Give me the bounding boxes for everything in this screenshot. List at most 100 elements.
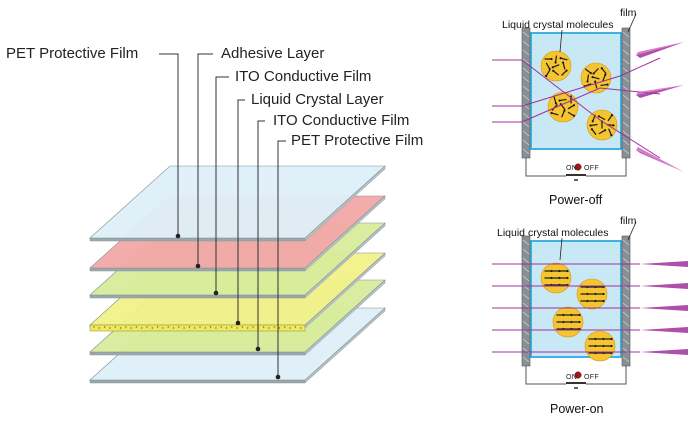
power-on-film-hatch <box>522 311 530 318</box>
power-off-molecule-arrowhead <box>559 57 562 60</box>
power-off-film-hatch <box>522 139 530 146</box>
power-off-molecule-arrowhead <box>592 72 595 75</box>
liquid-crystal-dot <box>236 327 238 329</box>
power-on-molecule-cluster <box>584 330 616 362</box>
power-off-film-hatch <box>522 49 530 56</box>
liquid-crystal-dot <box>209 326 212 328</box>
power-on-film-hatch <box>622 320 630 327</box>
power-off-film-hatch <box>622 94 630 101</box>
label-liquid-crystal-layer: Liquid Crystal Layer <box>251 91 384 108</box>
power-off-molecule-arrow <box>545 69 551 77</box>
power-off-film-hatch <box>622 49 630 56</box>
power-off-molecule-arrowhead <box>550 111 553 115</box>
power-on-film-hatch <box>622 275 630 282</box>
leader-dot <box>213 290 219 296</box>
liquid-crystal-dot <box>215 327 217 329</box>
power-on-film-right <box>621 235 631 367</box>
leader-dot <box>235 320 241 326</box>
leader-line-5 <box>275 140 286 380</box>
power-on-molecule-arrowhead <box>578 313 581 317</box>
power-on-ray-tip <box>640 283 688 289</box>
power-off-molecule-arrow <box>591 128 597 136</box>
liquid-crystal-dot <box>98 327 101 329</box>
power-off-molecule-arrowhead <box>563 109 566 112</box>
power-off-switch-on-label: ON <box>566 165 578 172</box>
power-on-molecule-cluster <box>576 278 608 310</box>
leader-line-4 <box>255 120 265 352</box>
power-on-film-hatch <box>622 293 630 300</box>
leader-line-path <box>215 76 229 293</box>
power-on-film-hatch <box>522 293 530 300</box>
power-off-ray-spike <box>636 42 684 58</box>
power-on-film-hatch <box>522 257 530 264</box>
power-on-switch-on-label: ON <box>566 374 578 381</box>
liquid-crystal-dot <box>146 326 148 328</box>
power-off-molecules-pointer <box>559 29 563 53</box>
power-off-molecule-arrow <box>584 68 592 74</box>
power-on-molecule-arrowhead <box>602 299 605 303</box>
power-off-molecule-arrow <box>567 104 575 110</box>
power-off-molecule-arrow <box>594 81 598 89</box>
power-on-film-hatch <box>622 338 630 345</box>
power-off-molecule-arrow <box>586 74 590 82</box>
power-off-film-hatch <box>522 112 530 119</box>
power-on-molecule-arrowhead <box>562 320 565 324</box>
power-off-molecule-arrowhead <box>600 67 603 70</box>
liquid-crystal-dot <box>103 326 106 328</box>
power-off-molecule-arrow <box>601 67 607 75</box>
power-on-film-hatch <box>622 356 630 363</box>
power-on-molecule-arrowhead <box>594 292 597 296</box>
leader-line-path <box>237 99 245 323</box>
power-off-molecule-arrowhead <box>572 114 576 117</box>
power-on-molecule-cluster <box>540 262 572 294</box>
power-on-film-hatch <box>622 311 630 318</box>
power-off-molecule-arrow <box>590 123 598 127</box>
power-on-molecules-pointer <box>559 237 563 261</box>
liquid-crystal-dot <box>300 327 302 329</box>
power-off-film-hatch <box>522 103 530 110</box>
power-on-film-hatch <box>522 302 530 309</box>
power-off-film-pointer <box>627 13 637 33</box>
power-off-film-hatch <box>522 40 530 47</box>
power-on-ray-tip <box>640 349 688 355</box>
leader-line-2 <box>213 76 229 296</box>
power-on-molecule-arrowhead <box>594 344 597 348</box>
power-off-molecule-arrowhead <box>591 120 594 123</box>
liquid-crystal-dot <box>135 326 138 328</box>
power-off-film-hatch <box>622 58 630 65</box>
leader-line-path <box>277 140 286 377</box>
power-off-ray-spike <box>636 147 684 172</box>
power-off-molecule-arrow <box>567 111 575 117</box>
power-off-film-hatch <box>622 85 630 92</box>
power-on-molecule-arrowhead <box>594 299 597 303</box>
power-off-molecule-cluster <box>540 50 572 82</box>
leader-line-path <box>159 53 179 236</box>
power-off-molecule-cluster <box>580 62 612 94</box>
power-off-molecule-arrowhead <box>545 74 548 78</box>
power-off-molecule-arrow <box>600 83 608 87</box>
power-off-molecule-arrowhead <box>610 114 614 117</box>
power-on-molecule-arrowhead <box>550 276 553 280</box>
power-off-ray-spike <box>636 42 684 55</box>
power-on-wire-left <box>525 366 566 385</box>
power-off-molecule-arrow <box>593 68 599 74</box>
liquid-crystal-dot <box>172 327 175 329</box>
power-off-molecule-arrow <box>602 74 606 82</box>
label-ito-conductive-film-bottom: ITO Conductive Film <box>273 112 410 129</box>
liquid-crystal-dot <box>119 327 122 329</box>
liquid-crystal-dot <box>188 326 191 328</box>
power-off-molecule-arrow <box>545 62 551 70</box>
power-on-film-hatch <box>622 248 630 255</box>
power-off-film-hatch <box>522 67 530 74</box>
layer-stack-diagram <box>89 53 386 384</box>
power-off-molecule-arrowhead <box>591 75 594 79</box>
power-off-molecule-arrowhead <box>551 66 554 69</box>
power-on-switch-off-label: OFF <box>584 374 599 381</box>
liquid-crystal-dot <box>268 327 270 329</box>
power-off-molecule-arrowhead <box>604 73 607 76</box>
power-off-molecule-arrowhead <box>612 124 615 127</box>
label-pet-protective-film-top: PET Protective Film <box>6 45 139 62</box>
power-on-film-hatch <box>622 329 630 336</box>
power-off-molecule-arrow <box>608 128 612 136</box>
